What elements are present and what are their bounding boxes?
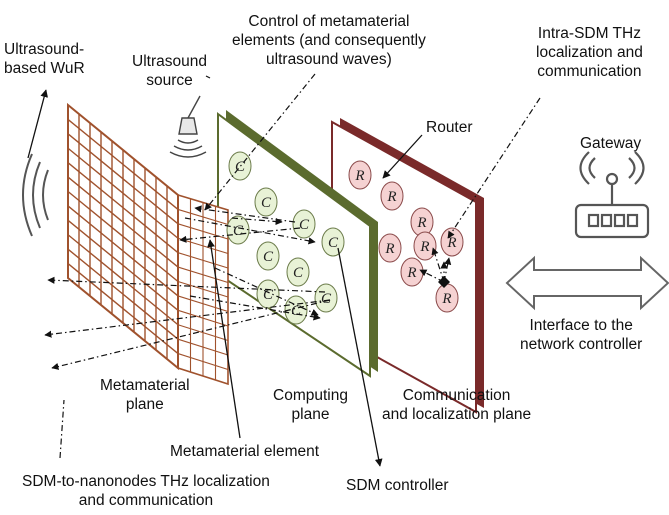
router-node: R xyxy=(440,227,464,257)
pointer-lines xyxy=(27,89,423,467)
router-node: R xyxy=(380,181,404,211)
router-node: R xyxy=(410,207,434,237)
computing-node: C xyxy=(286,257,310,287)
svg-text:C: C xyxy=(263,287,274,303)
metamaterial-plane xyxy=(67,102,229,386)
svg-text:C: C xyxy=(299,217,310,233)
gateway-label: Gateway xyxy=(580,135,642,152)
router-node: R xyxy=(400,257,424,287)
computing-nodes: C C C C C C C C C C xyxy=(226,151,345,325)
svg-text:C: C xyxy=(291,303,302,319)
ultrasound-wur-label: Ultrasound-based WuR xyxy=(4,41,85,77)
svg-text:R: R xyxy=(416,215,426,231)
svg-text:R: R xyxy=(419,239,429,255)
router-node: R xyxy=(348,160,372,190)
svg-text:C: C xyxy=(235,159,246,175)
router-label: Router xyxy=(426,119,473,136)
computing-node: C xyxy=(314,283,338,313)
svg-text:R: R xyxy=(386,189,396,205)
router-node: R xyxy=(413,231,437,261)
gateway-router-icon xyxy=(574,151,650,239)
svg-text:C: C xyxy=(233,223,244,239)
svg-text:R: R xyxy=(441,291,451,307)
computing-node: C xyxy=(256,241,280,271)
svg-text:C: C xyxy=(261,195,272,211)
computing-node: C xyxy=(256,279,280,309)
svg-text:R: R xyxy=(354,168,364,184)
computing-node: C xyxy=(292,209,316,239)
svg-text:C: C xyxy=(321,291,332,307)
svg-text:R: R xyxy=(446,235,456,251)
ultrasound-probe-icon xyxy=(169,95,207,158)
router-node: R xyxy=(378,233,402,263)
svg-text:C: C xyxy=(263,249,274,265)
svg-text:R: R xyxy=(406,265,416,281)
computing-node: C xyxy=(226,215,250,245)
computing-node: C xyxy=(254,187,278,217)
wur-waves-icon xyxy=(22,153,49,237)
interface-double-arrow-icon xyxy=(505,255,669,311)
router-node: R xyxy=(435,283,459,313)
svg-text:C: C xyxy=(328,235,339,251)
sdm-controller-label: SDM controller xyxy=(346,477,449,494)
sensor-node-icon xyxy=(438,276,450,288)
svg-text:C: C xyxy=(293,265,304,281)
metamaterial-element-label: Metamaterial element xyxy=(170,443,320,460)
computing-node: C xyxy=(321,227,345,257)
svg-text:R: R xyxy=(384,241,394,257)
